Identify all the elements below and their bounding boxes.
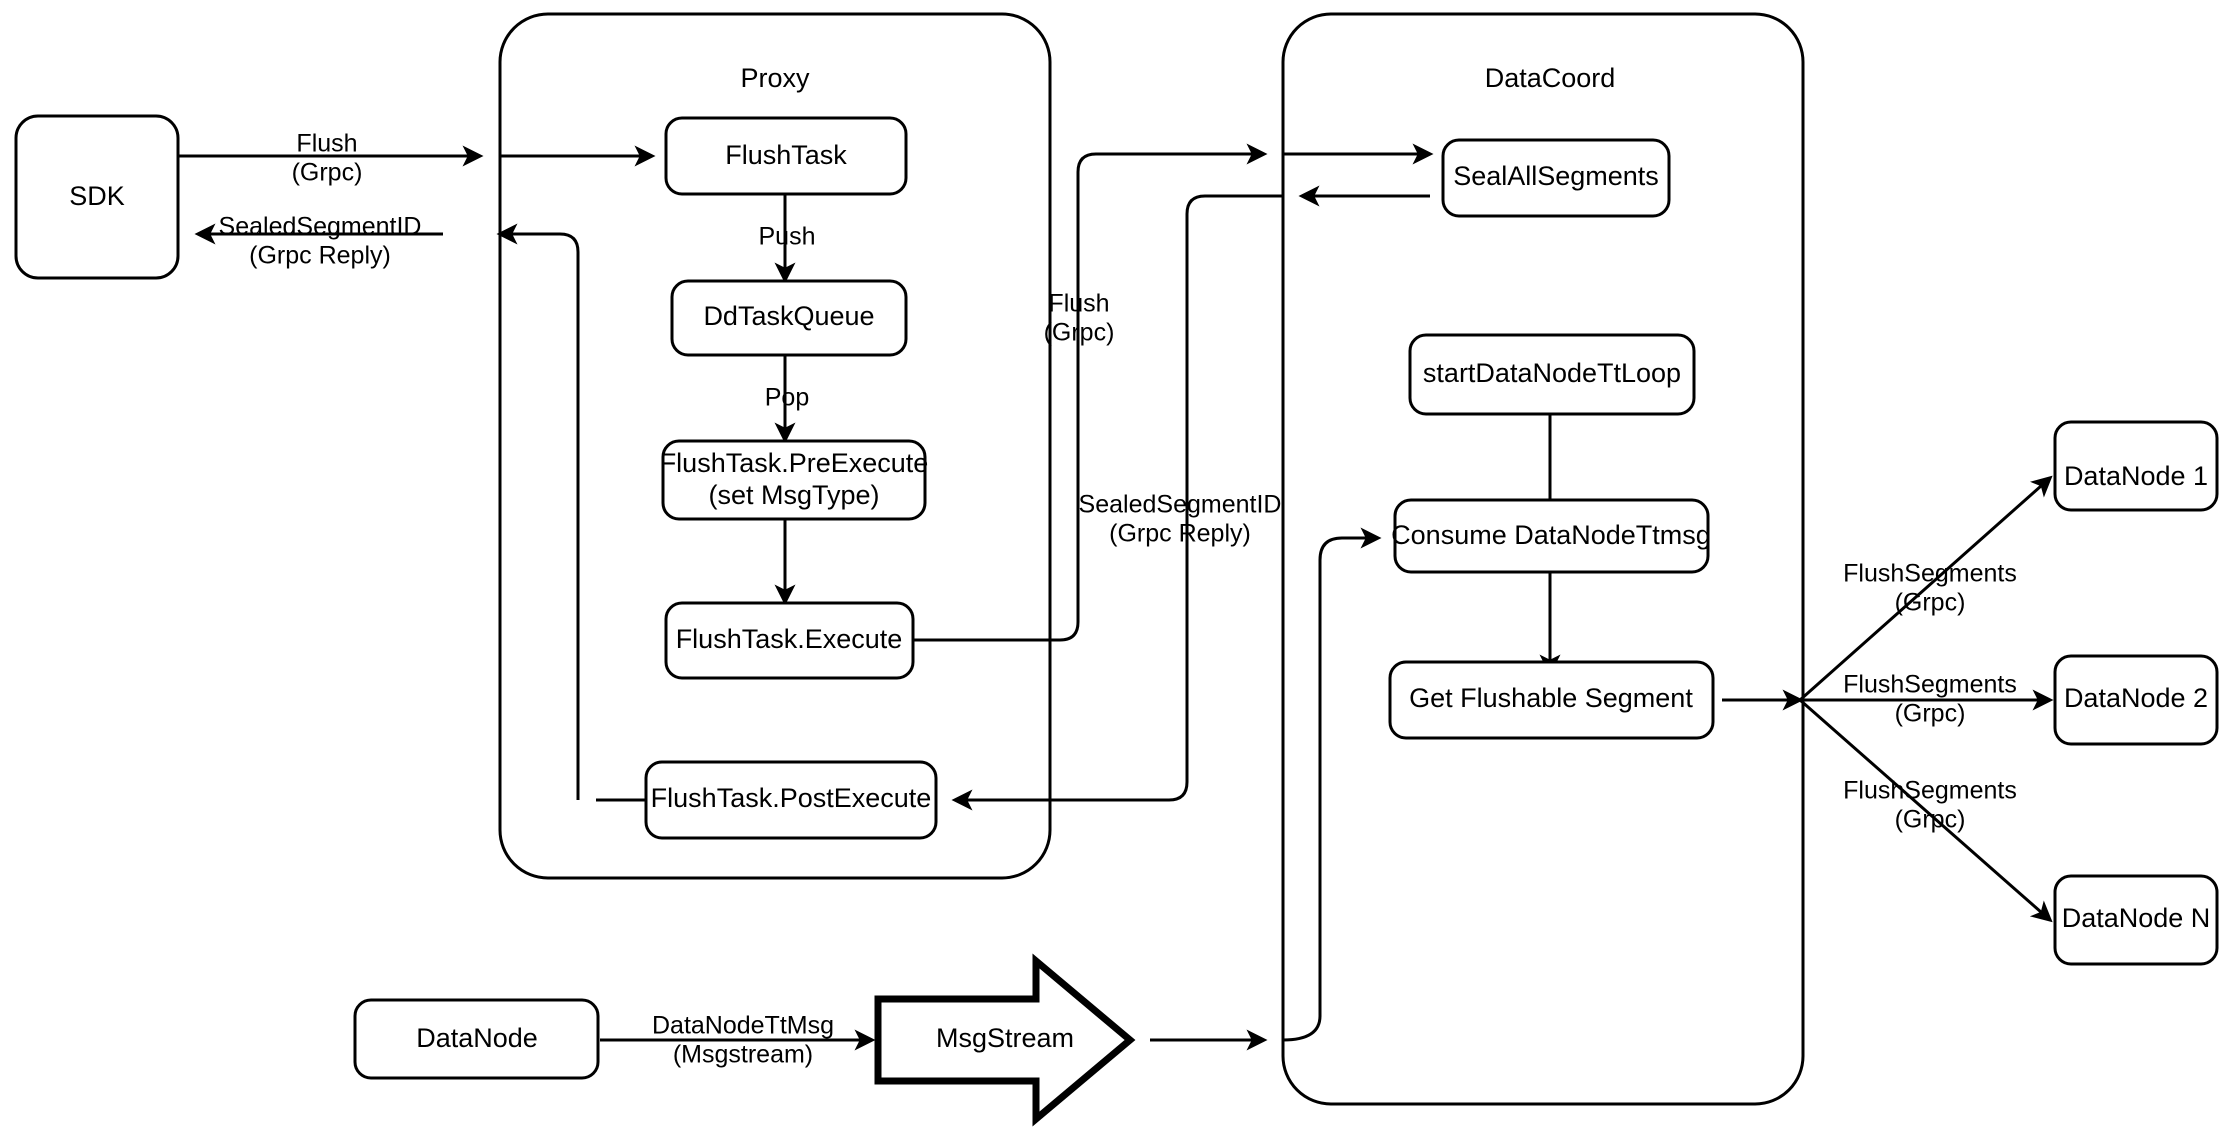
edge-label-flushsegments-1-line2: (Grpc) bbox=[1895, 589, 1966, 617]
edge-fanout-to-datanoden bbox=[1799, 698, 2053, 923]
edge-label-sdk-to-proxy-line1: Flush bbox=[296, 130, 357, 158]
node-datanode-2-label: DataNode 2 bbox=[2064, 683, 2208, 713]
node-flushtask-execute-label: FlushTask.Execute bbox=[676, 624, 903, 654]
edge-label-flushsegments-n-line2: (Grpc) bbox=[1895, 806, 1966, 834]
node-datanode-1-label: DataNode 1 bbox=[2064, 461, 2208, 491]
edge-fanout-to-datanode1 bbox=[1799, 475, 2053, 702]
node-startdatanodettloop[interactable] bbox=[1408, 333, 1696, 416]
edge-label-proxy-to-coord-line1: Flush bbox=[1048, 290, 1109, 318]
edge-label-coord-to-proxy-line1: SealedSegmentID bbox=[1079, 491, 1282, 519]
edge-proxy-to-sdk bbox=[496, 223, 580, 800]
node-flushtask-preexecute-line1: FlushTask.PreExecute bbox=[660, 448, 929, 478]
node-ddtaskqueue-label: DdTaskQueue bbox=[703, 301, 874, 331]
edge-label-flushsegments-1-line1: FlushSegments bbox=[1843, 560, 2017, 588]
node-flushtask-label: FlushTask bbox=[725, 140, 847, 170]
edge-label-flushsegments-2-line2: (Grpc) bbox=[1895, 700, 1966, 728]
node-flushtask-execute[interactable] bbox=[664, 601, 915, 680]
node-get-flushable-segment-label: Get Flushable Segment bbox=[1409, 683, 1693, 713]
node-flushtask-postexecute-label: FlushTask.PostExecute bbox=[651, 783, 932, 813]
node-consume-datanodettmsg-label: Consume DataNodeTtmsg bbox=[1391, 520, 1711, 550]
node-sdk[interactable] bbox=[14, 114, 180, 280]
edge-datacoordedge-to-consume bbox=[1282, 527, 1382, 1042]
node-get-flushable-segment[interactable] bbox=[1388, 660, 1715, 740]
edge-label-flushsegments-n-line1: FlushSegments bbox=[1843, 777, 2017, 805]
node-flushtask-preexecute[interactable] bbox=[661, 439, 927, 521]
datacoord-container-title: DataCoord bbox=[1485, 63, 1616, 93]
node-sealallsegments[interactable] bbox=[1441, 138, 1671, 218]
node-ddtaskqueue[interactable] bbox=[670, 279, 908, 357]
node-datanode-n[interactable] bbox=[2053, 874, 2219, 966]
node-datanode-bottom-label: DataNode bbox=[416, 1023, 538, 1053]
node-datanode-1[interactable] bbox=[2053, 420, 2219, 512]
node-msgstream-label: MsgStream bbox=[936, 1023, 1074, 1053]
node-startdatanodettloop-label: startDataNodeTtLoop bbox=[1423, 358, 1681, 388]
node-sealallsegments-label: SealAllSegments bbox=[1453, 161, 1659, 191]
edge-label-proxy-to-sdk-line1: SealedSegmentID bbox=[219, 213, 422, 241]
edge-label-proxy-to-sdk-line2: (Grpc Reply) bbox=[249, 242, 391, 270]
edge-label-datanode-ttmsg-line1: DataNodeTtMsg bbox=[652, 1012, 834, 1040]
edge-datacoord-to-postexecute bbox=[951, 194, 1283, 811]
proxy-container-title: Proxy bbox=[740, 63, 810, 93]
node-consume-datanodettmsg[interactable] bbox=[1393, 498, 1710, 574]
node-msgstream[interactable] bbox=[874, 953, 1136, 1127]
edge-label-pop: Pop bbox=[765, 384, 809, 412]
edge-label-coord-to-proxy-line2: (Grpc Reply) bbox=[1109, 520, 1251, 548]
edge-label-push: Push bbox=[759, 223, 816, 251]
node-datanode-2[interactable] bbox=[2053, 654, 2219, 746]
edge-label-proxy-to-coord-line2: (Grpc) bbox=[1044, 319, 1115, 347]
node-flushtask-preexecute-line2: (set MsgType) bbox=[708, 480, 879, 510]
edge-label-sdk-to-proxy-line2: (Grpc) bbox=[292, 159, 363, 187]
datacoord-container bbox=[1281, 12, 1805, 1106]
proxy-container bbox=[498, 12, 1052, 880]
node-flushtask[interactable] bbox=[664, 116, 908, 196]
edge-label-flushsegments-2-line1: FlushSegments bbox=[1843, 671, 2017, 699]
edge-label-datanode-ttmsg-line2: (Msgstream) bbox=[673, 1041, 813, 1069]
node-datanode-n-label: DataNode N bbox=[2062, 903, 2211, 933]
node-datanode-bottom[interactable] bbox=[353, 998, 600, 1080]
node-sdk-label: SDK bbox=[69, 181, 125, 211]
node-flushtask-postexecute[interactable] bbox=[644, 760, 938, 840]
edge-execute-to-datacoord bbox=[913, 143, 1268, 642]
